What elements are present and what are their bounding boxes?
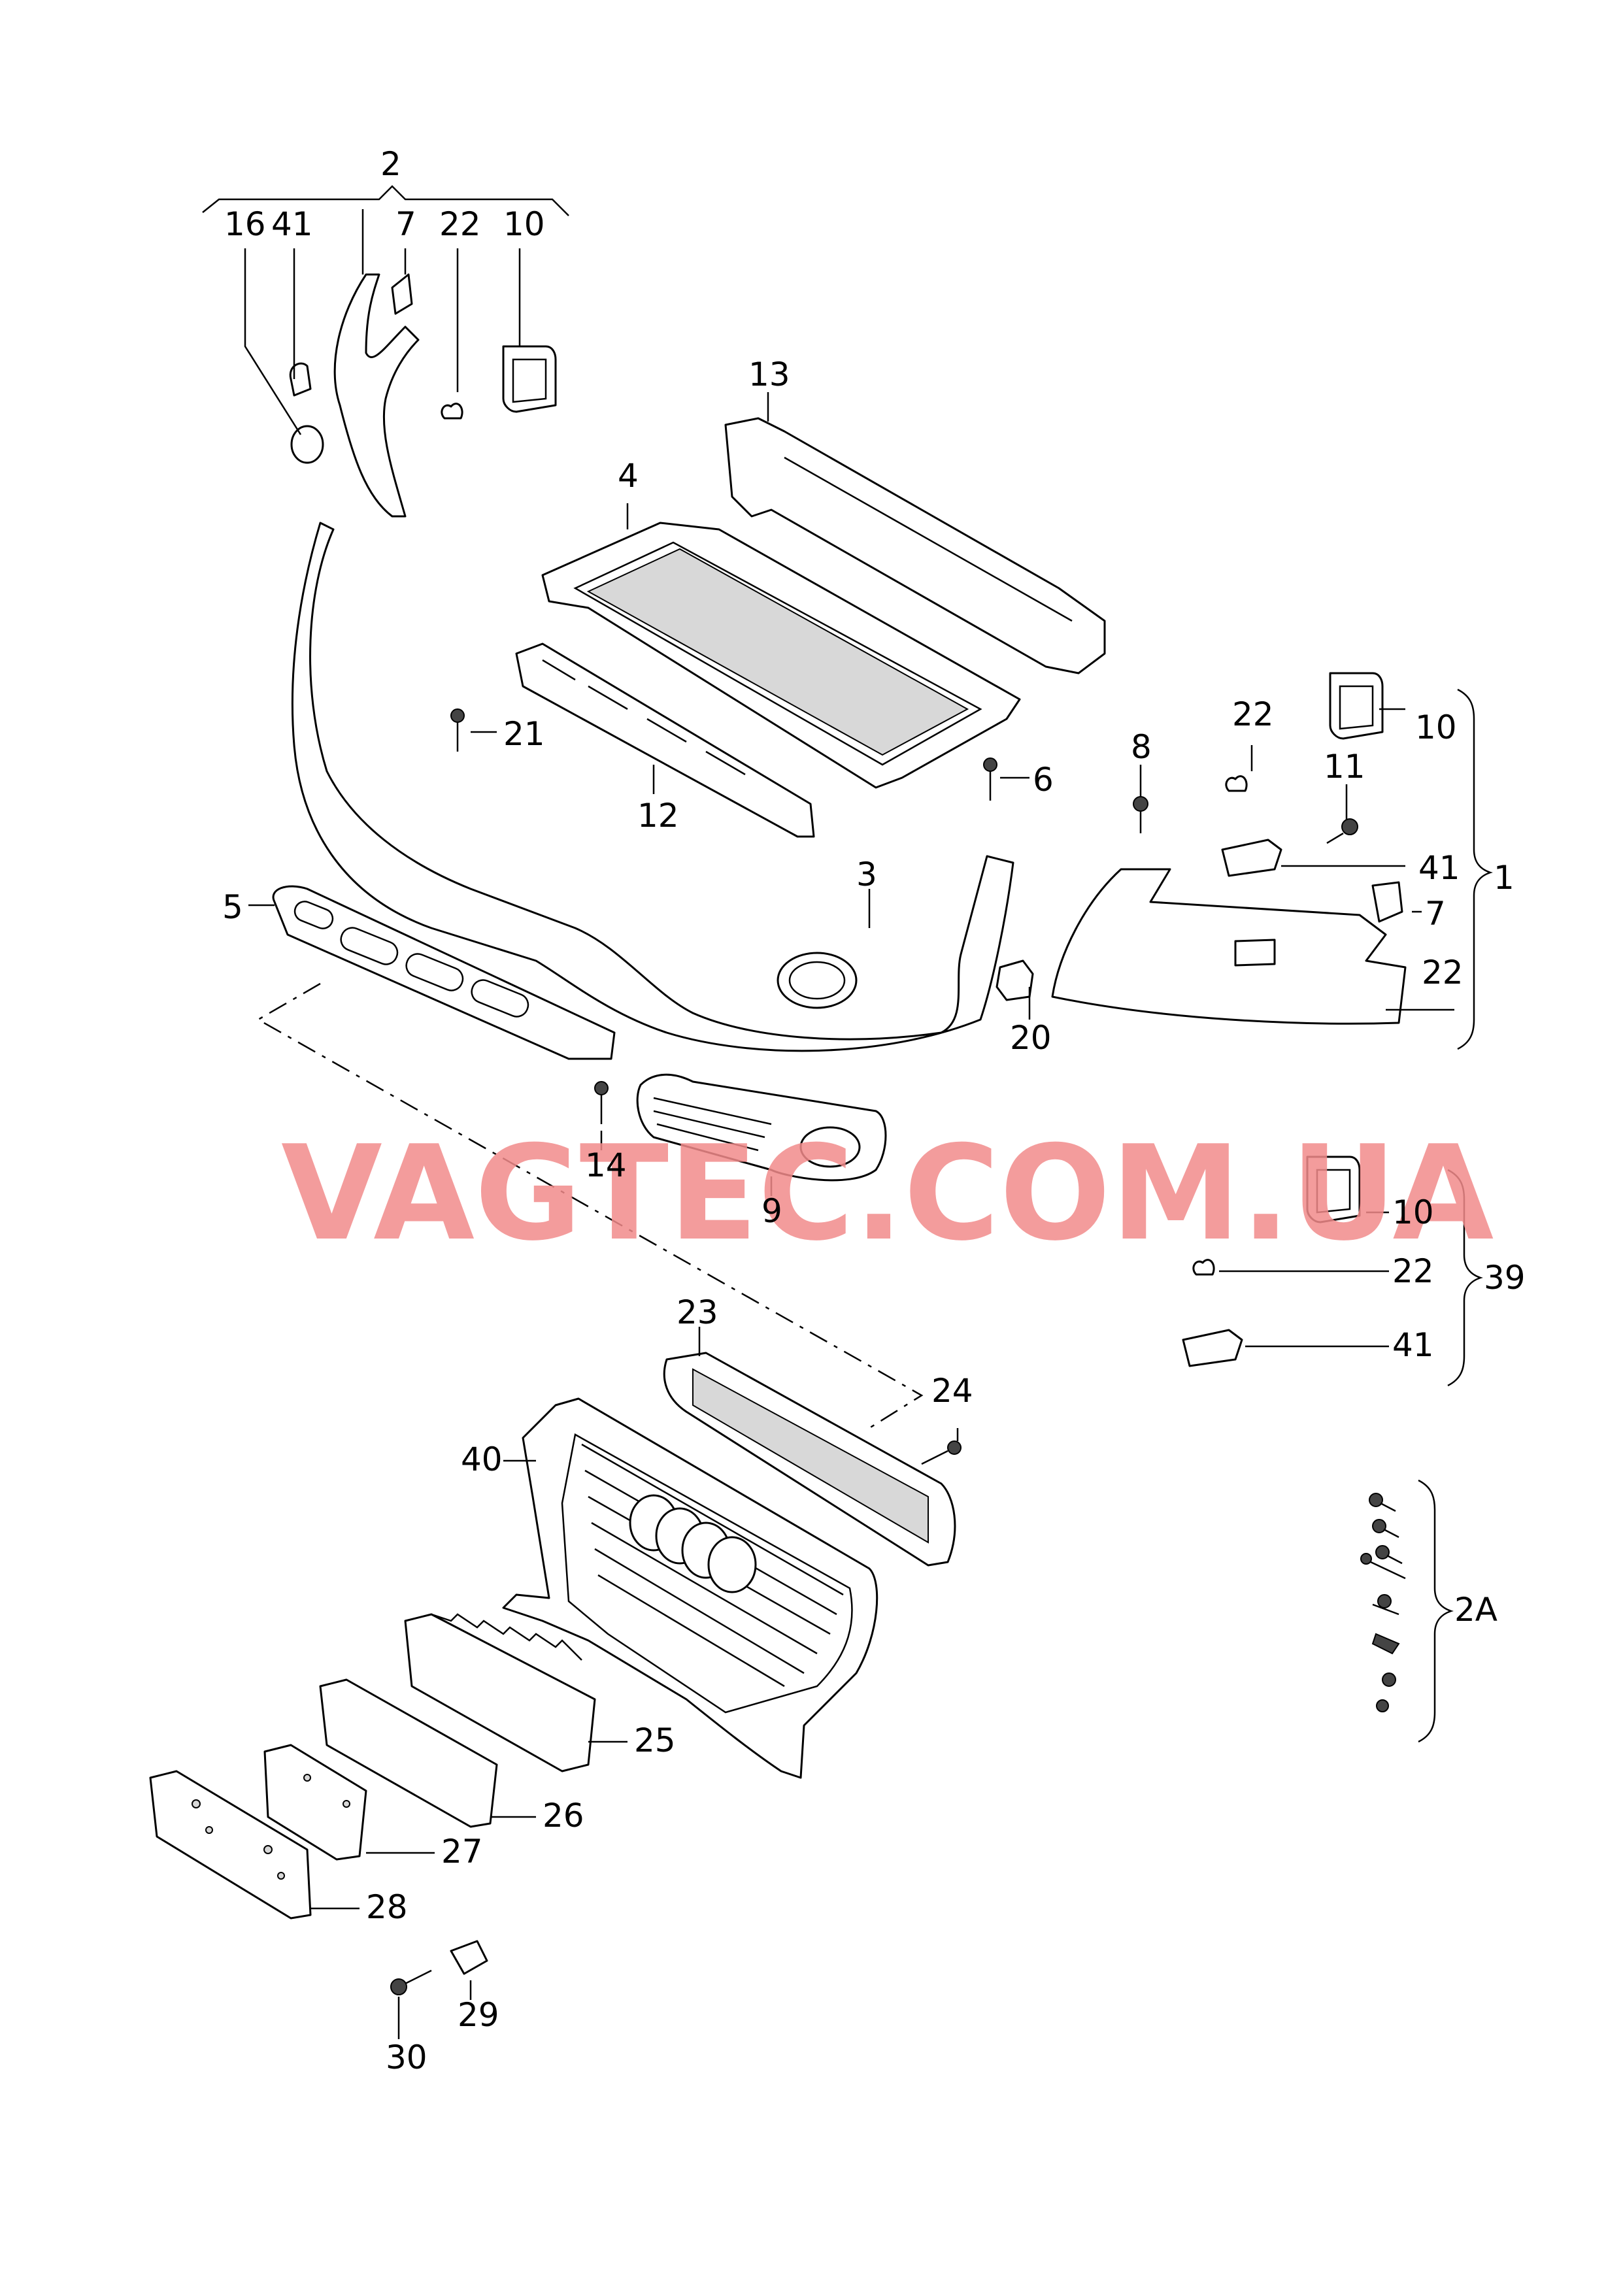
- screw-8: [1133, 765, 1148, 833]
- callout-3: 3: [856, 856, 877, 893]
- screw-14: [594, 1081, 609, 1150]
- callout-1: 1: [1494, 859, 1514, 897]
- clip-22-left: [441, 403, 463, 420]
- callout-10-group39: 10: [1392, 1193, 1434, 1231]
- callout-22-right: 22: [1232, 695, 1274, 733]
- screw-6: [983, 757, 1029, 801]
- screw-24: [921, 1428, 962, 1465]
- callout-16: 16: [224, 205, 266, 243]
- part-3-bumper-cover: [291, 522, 1014, 1052]
- group-39-parts: [1182, 1156, 1483, 1387]
- part-25-plate-holder: [404, 1613, 627, 1772]
- callout-26: 26: [543, 1797, 584, 1835]
- callout-41-right: 41: [1418, 849, 1460, 887]
- bracket-7-right: [1371, 881, 1403, 923]
- screw-11: [1326, 784, 1358, 844]
- part-9-fog-grille: [636, 1073, 887, 1196]
- callout-39: 39: [1484, 1259, 1526, 1297]
- callout-9: 9: [761, 1192, 782, 1230]
- clip-22-right: [1225, 775, 1248, 792]
- callout-20: 20: [1010, 1019, 1052, 1057]
- callout-29: 29: [458, 1996, 499, 2034]
- part-20-clip: [996, 959, 1034, 1001]
- callout-22-lower: 22: [1422, 954, 1464, 991]
- cap-41-left: [289, 362, 312, 397]
- callout-10-right: 10: [1415, 708, 1457, 746]
- group-1-parts: [1051, 672, 1493, 1050]
- part-4-underbody-cover: [541, 503, 1021, 789]
- callout-41-top: 41: [271, 205, 313, 243]
- callout-2: 2: [380, 145, 401, 183]
- cap-16: [290, 425, 324, 464]
- part-29-nut: [450, 1940, 488, 2000]
- callout-2A: 2A: [1454, 1591, 1498, 1629]
- retainer-10-left: [502, 345, 557, 413]
- part-12-grille-strip: [515, 642, 815, 838]
- callout-11: 11: [1324, 748, 1365, 786]
- callout-21: 21: [503, 715, 545, 753]
- bracket-7-left: [391, 273, 413, 315]
- callout-40: 40: [461, 1440, 503, 1478]
- callout-6: 6: [1033, 761, 1054, 799]
- watermark-text: VAGTEC.COM.UA: [281, 1118, 1494, 1270]
- part-40-radiator-grille: [502, 1397, 878, 1779]
- part-13-absorber: [724, 417, 1106, 674]
- group-2A-fasteners: [1360, 1479, 1454, 1743]
- bumper-side-trim: [333, 273, 420, 518]
- callout-5: 5: [222, 888, 243, 926]
- part-5-lower-grille: [248, 885, 616, 1060]
- callout-41-group39: 41: [1392, 1326, 1434, 1364]
- callout-8: 8: [1131, 728, 1152, 766]
- screw-21: [450, 708, 497, 752]
- callout-12: 12: [637, 797, 679, 835]
- callout-27: 27: [441, 1833, 483, 1871]
- part-27-plate-bracket: [263, 1744, 435, 1861]
- callout-30: 30: [386, 2038, 427, 2076]
- part-26-plate-bracket: [319, 1678, 536, 1828]
- callout-4: 4: [618, 457, 639, 495]
- callout-25: 25: [634, 1722, 676, 1759]
- callout-labels: 2 16 41 7 22 10 13 4 21 12 6 8 22 10 11 …: [222, 145, 1526, 2076]
- callout-23: 23: [677, 1293, 718, 1331]
- callout-24: 24: [931, 1372, 973, 1410]
- callout-10-top: 10: [503, 205, 545, 243]
- callout-14: 14: [585, 1146, 627, 1184]
- callout-22-group39: 22: [1392, 1252, 1434, 1290]
- callout-7-right: 7: [1425, 895, 1446, 933]
- callout-7-top: 7: [395, 205, 416, 243]
- part-23-grille-insert: [663, 1327, 956, 1567]
- callout-13: 13: [748, 356, 790, 393]
- part-30-screw: [390, 1969, 432, 2039]
- callout-28: 28: [366, 1888, 408, 1926]
- cap-41-right: [1221, 839, 1282, 877]
- part-28-plate-bracket: [149, 1770, 360, 1920]
- group-2-parts: [202, 185, 569, 518]
- retainer-10-right: [1329, 672, 1384, 740]
- callout-22-top: 22: [439, 205, 481, 243]
